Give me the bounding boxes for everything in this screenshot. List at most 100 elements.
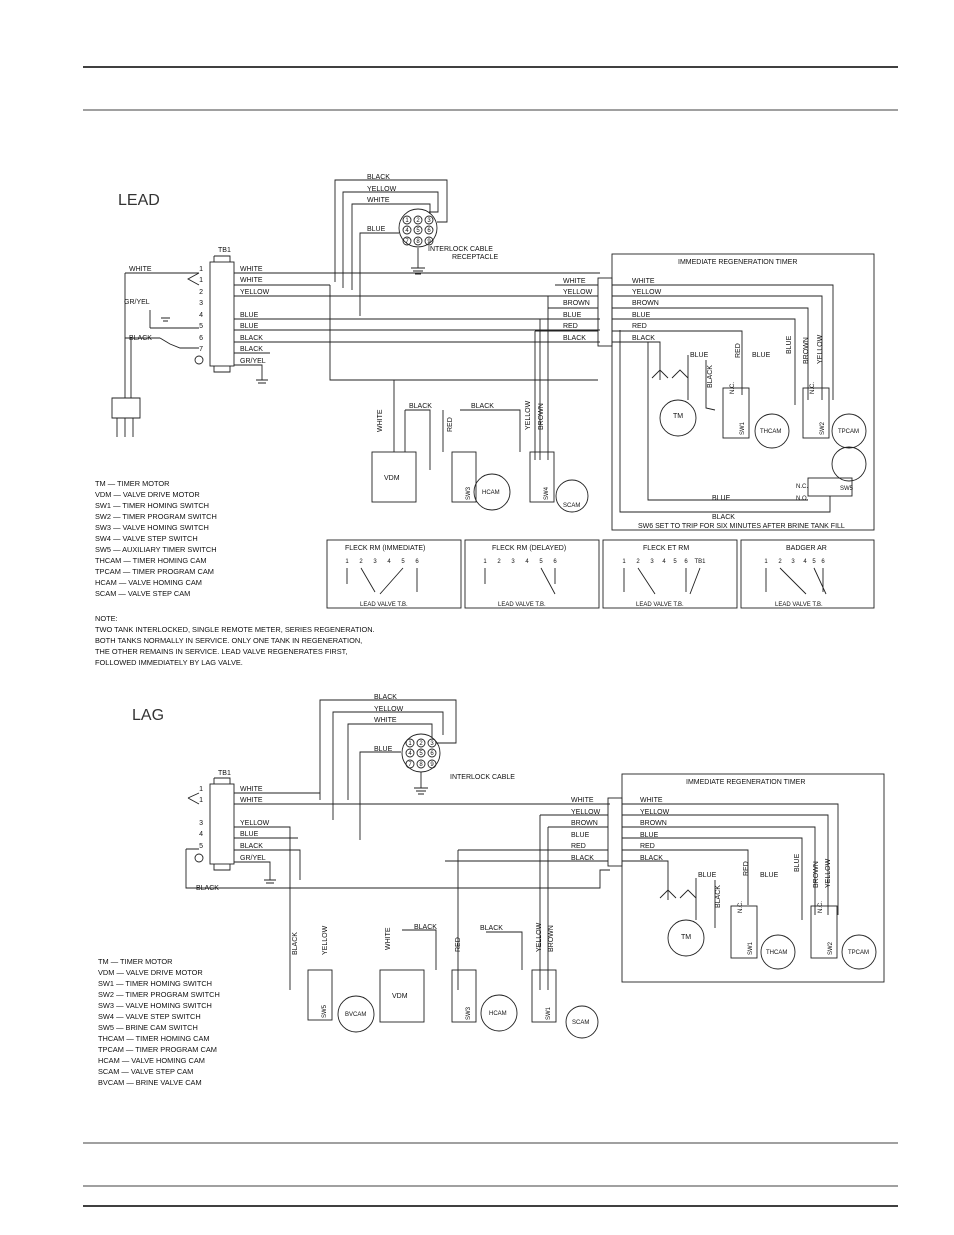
svg-text:3: 3 [199, 300, 203, 307]
svg-text:1: 1 [199, 786, 203, 793]
lag-tb1-title: TB1 [218, 770, 231, 777]
lead-timer-note: SW6 SET TO TRIP FOR SIX MINUTES AFTER BR… [638, 523, 845, 530]
svg-text:BLUE: BLUE [240, 323, 259, 330]
svg-text:BLUE: BLUE [240, 312, 259, 319]
svg-text:TPCAM: TPCAM [848, 950, 869, 956]
svg-text:THCAM: THCAM [766, 950, 787, 956]
lag-timer-title: IMMEDIATE REGENERATION TIMER [686, 779, 805, 786]
lead-hcam [473, 473, 511, 511]
svg-text:RED: RED [632, 323, 647, 330]
svg-text:SW3: SW3 [466, 486, 472, 500]
svg-text:BLUE: BLUE [563, 312, 582, 319]
svg-text:SW2: SW2 [828, 941, 834, 955]
svg-text:WHITE: WHITE [374, 717, 397, 724]
lead-receptacle-label-2: RECEPTACLE [452, 254, 498, 261]
svg-text:4: 4 [803, 559, 807, 565]
lag-diagram: LAG 1 2 3 4 5 6 7 8 9 INTERLOCK CABLE BL… [98, 694, 885, 1087]
svg-text:TB1: TB1 [694, 559, 706, 565]
svg-text:1: 1 [199, 797, 203, 804]
lead-sw3 [451, 451, 477, 503]
lead-receptacle-label-1: INTERLOCK CABLE [428, 246, 493, 253]
lag-tb1-block [209, 783, 235, 865]
lead-tpcam [831, 413, 867, 449]
svg-text:1: 1 [408, 741, 412, 747]
svg-text:SW5 — BRINE CAM SWITCH: SW5 — BRINE CAM SWITCH [98, 1023, 198, 1032]
lead-receptacle: 1 2 3 4 5 6 7 8 9 INTERLOCK CABLE RECEPT… [334, 174, 498, 316]
svg-text:BLUE: BLUE [760, 872, 779, 879]
svg-text:BOTH TANKS NORMALLY IN SERVICE: BOTH TANKS NORMALLY IN SERVICE. ONLY ONE… [95, 636, 362, 645]
lead-pin-2: 2 [416, 218, 420, 224]
svg-text:5: 5 [419, 751, 423, 757]
svg-text:WHITE: WHITE [240, 797, 263, 804]
svg-text:HCAM — VALVE HOMING CAM: HCAM — VALVE HOMING CAM [98, 1056, 205, 1065]
lead-scam [555, 479, 589, 513]
svg-text:LEAD VALVE T.B.: LEAD VALVE T.B. [636, 602, 684, 608]
lead-pin-7: 7 [405, 239, 409, 245]
svg-text:WHITE: WHITE [385, 927, 392, 950]
svg-text:WHITE: WHITE [640, 797, 663, 804]
svg-text:RED: RED [563, 323, 578, 330]
svg-text:THCAM — TIMER HOMING CAM: THCAM — TIMER HOMING CAM [98, 1034, 210, 1043]
svg-text:SW1: SW1 [748, 941, 754, 955]
svg-text:SCAM: SCAM [563, 503, 580, 509]
lag-receptacle-ground-icon [414, 772, 428, 795]
svg-text:YELLOW: YELLOW [632, 289, 662, 296]
lead-sw1 [722, 387, 750, 439]
svg-text:5: 5 [199, 843, 203, 850]
svg-text:FLECK RM (DELAYED): FLECK RM (DELAYED) [492, 545, 566, 552]
svg-text:SCAM — VALVE STEP CAM: SCAM — VALVE STEP CAM [95, 589, 190, 598]
lead-legend: TM — TIMER MOTOR VDM — VALVE DRIVE MOTOR… [95, 479, 217, 598]
svg-text:SW1: SW1 [546, 1006, 552, 1020]
svg-text:SW2 — TIMER PROGRAM SWITCH: SW2 — TIMER PROGRAM SWITCH [98, 990, 220, 999]
svg-text:BLACK: BLACK [640, 855, 663, 862]
svg-text:7: 7 [199, 346, 203, 353]
svg-text:BVCAM — BRINE VALVE CAM: BVCAM — BRINE VALVE CAM [98, 1078, 202, 1087]
lag-tpcam [841, 934, 877, 970]
lead-timer-title: IMMEDIATE REGENERATION TIMER [678, 259, 797, 266]
svg-text:2: 2 [497, 559, 501, 565]
svg-text:N.C.: N.C. [738, 901, 744, 913]
svg-text:RED: RED [571, 843, 586, 850]
svg-text:SW1 — TIMER HOMING SWITCH: SW1 — TIMER HOMING SWITCH [95, 501, 209, 510]
svg-text:BLACK: BLACK [292, 932, 299, 955]
svg-text:6: 6 [199, 335, 203, 342]
svg-text:6: 6 [684, 559, 688, 565]
svg-text:WHITE: WHITE [563, 278, 586, 285]
svg-text:SW3 — VALVE HOMING SWITCH: SW3 — VALVE HOMING SWITCH [95, 523, 209, 532]
svg-text:BROWN: BROWN [640, 820, 667, 827]
svg-text:TM — TIMER MOTOR: TM — TIMER MOTOR [95, 479, 169, 488]
svg-text:WHITE: WHITE [377, 409, 384, 432]
svg-text:YELLOW: YELLOW [571, 809, 601, 816]
svg-text:WHITE: WHITE [632, 278, 655, 285]
svg-text:BLACK: BLACK [409, 403, 432, 410]
svg-text:BLUE: BLUE [786, 335, 793, 354]
lead-pin-3: 3 [427, 218, 431, 224]
svg-text:2: 2 [359, 559, 363, 565]
lag-sw2 [810, 905, 838, 959]
svg-text:BLUE: BLUE [690, 352, 709, 359]
lead-tb1: TB1 1 1 2 3 4 5 6 7 WHITE WHITE YELLOW B… [111, 247, 600, 437]
meter-box-badger-ar: BADGER AR 1 2 3 4 5 6 LEAD VALVE T.B. [740, 539, 875, 609]
svg-text:LEAD VALVE T.B.: LEAD VALVE T.B. [498, 602, 546, 608]
svg-text:TM: TM [681, 934, 691, 941]
svg-text:1: 1 [199, 266, 203, 273]
lead-power-cord [124, 273, 132, 398]
svg-text:5: 5 [539, 559, 543, 565]
lag-hcam [480, 994, 518, 1032]
svg-text:SW5: SW5 [322, 1004, 328, 1018]
svg-text:4: 4 [525, 559, 529, 565]
svg-text:6: 6 [821, 559, 825, 565]
svg-text:1: 1 [483, 559, 487, 565]
svg-text:YELLOW: YELLOW [563, 289, 593, 296]
svg-text:VDM — VALVE DRIVE MOTOR: VDM — VALVE DRIVE MOTOR [98, 968, 203, 977]
svg-text:BLUE: BLUE [240, 831, 259, 838]
svg-text:WHITE: WHITE [129, 266, 152, 273]
svg-text:SW1 — TIMER HOMING SWITCH: SW1 — TIMER HOMING SWITCH [98, 979, 212, 988]
svg-text:SCAM: SCAM [572, 1020, 589, 1026]
svg-text:1: 1 [622, 559, 626, 565]
svg-text:RED: RED [640, 843, 655, 850]
svg-text:6: 6 [553, 559, 557, 565]
svg-text:7: 7 [408, 762, 412, 768]
svg-text:BLUE: BLUE [374, 746, 393, 753]
